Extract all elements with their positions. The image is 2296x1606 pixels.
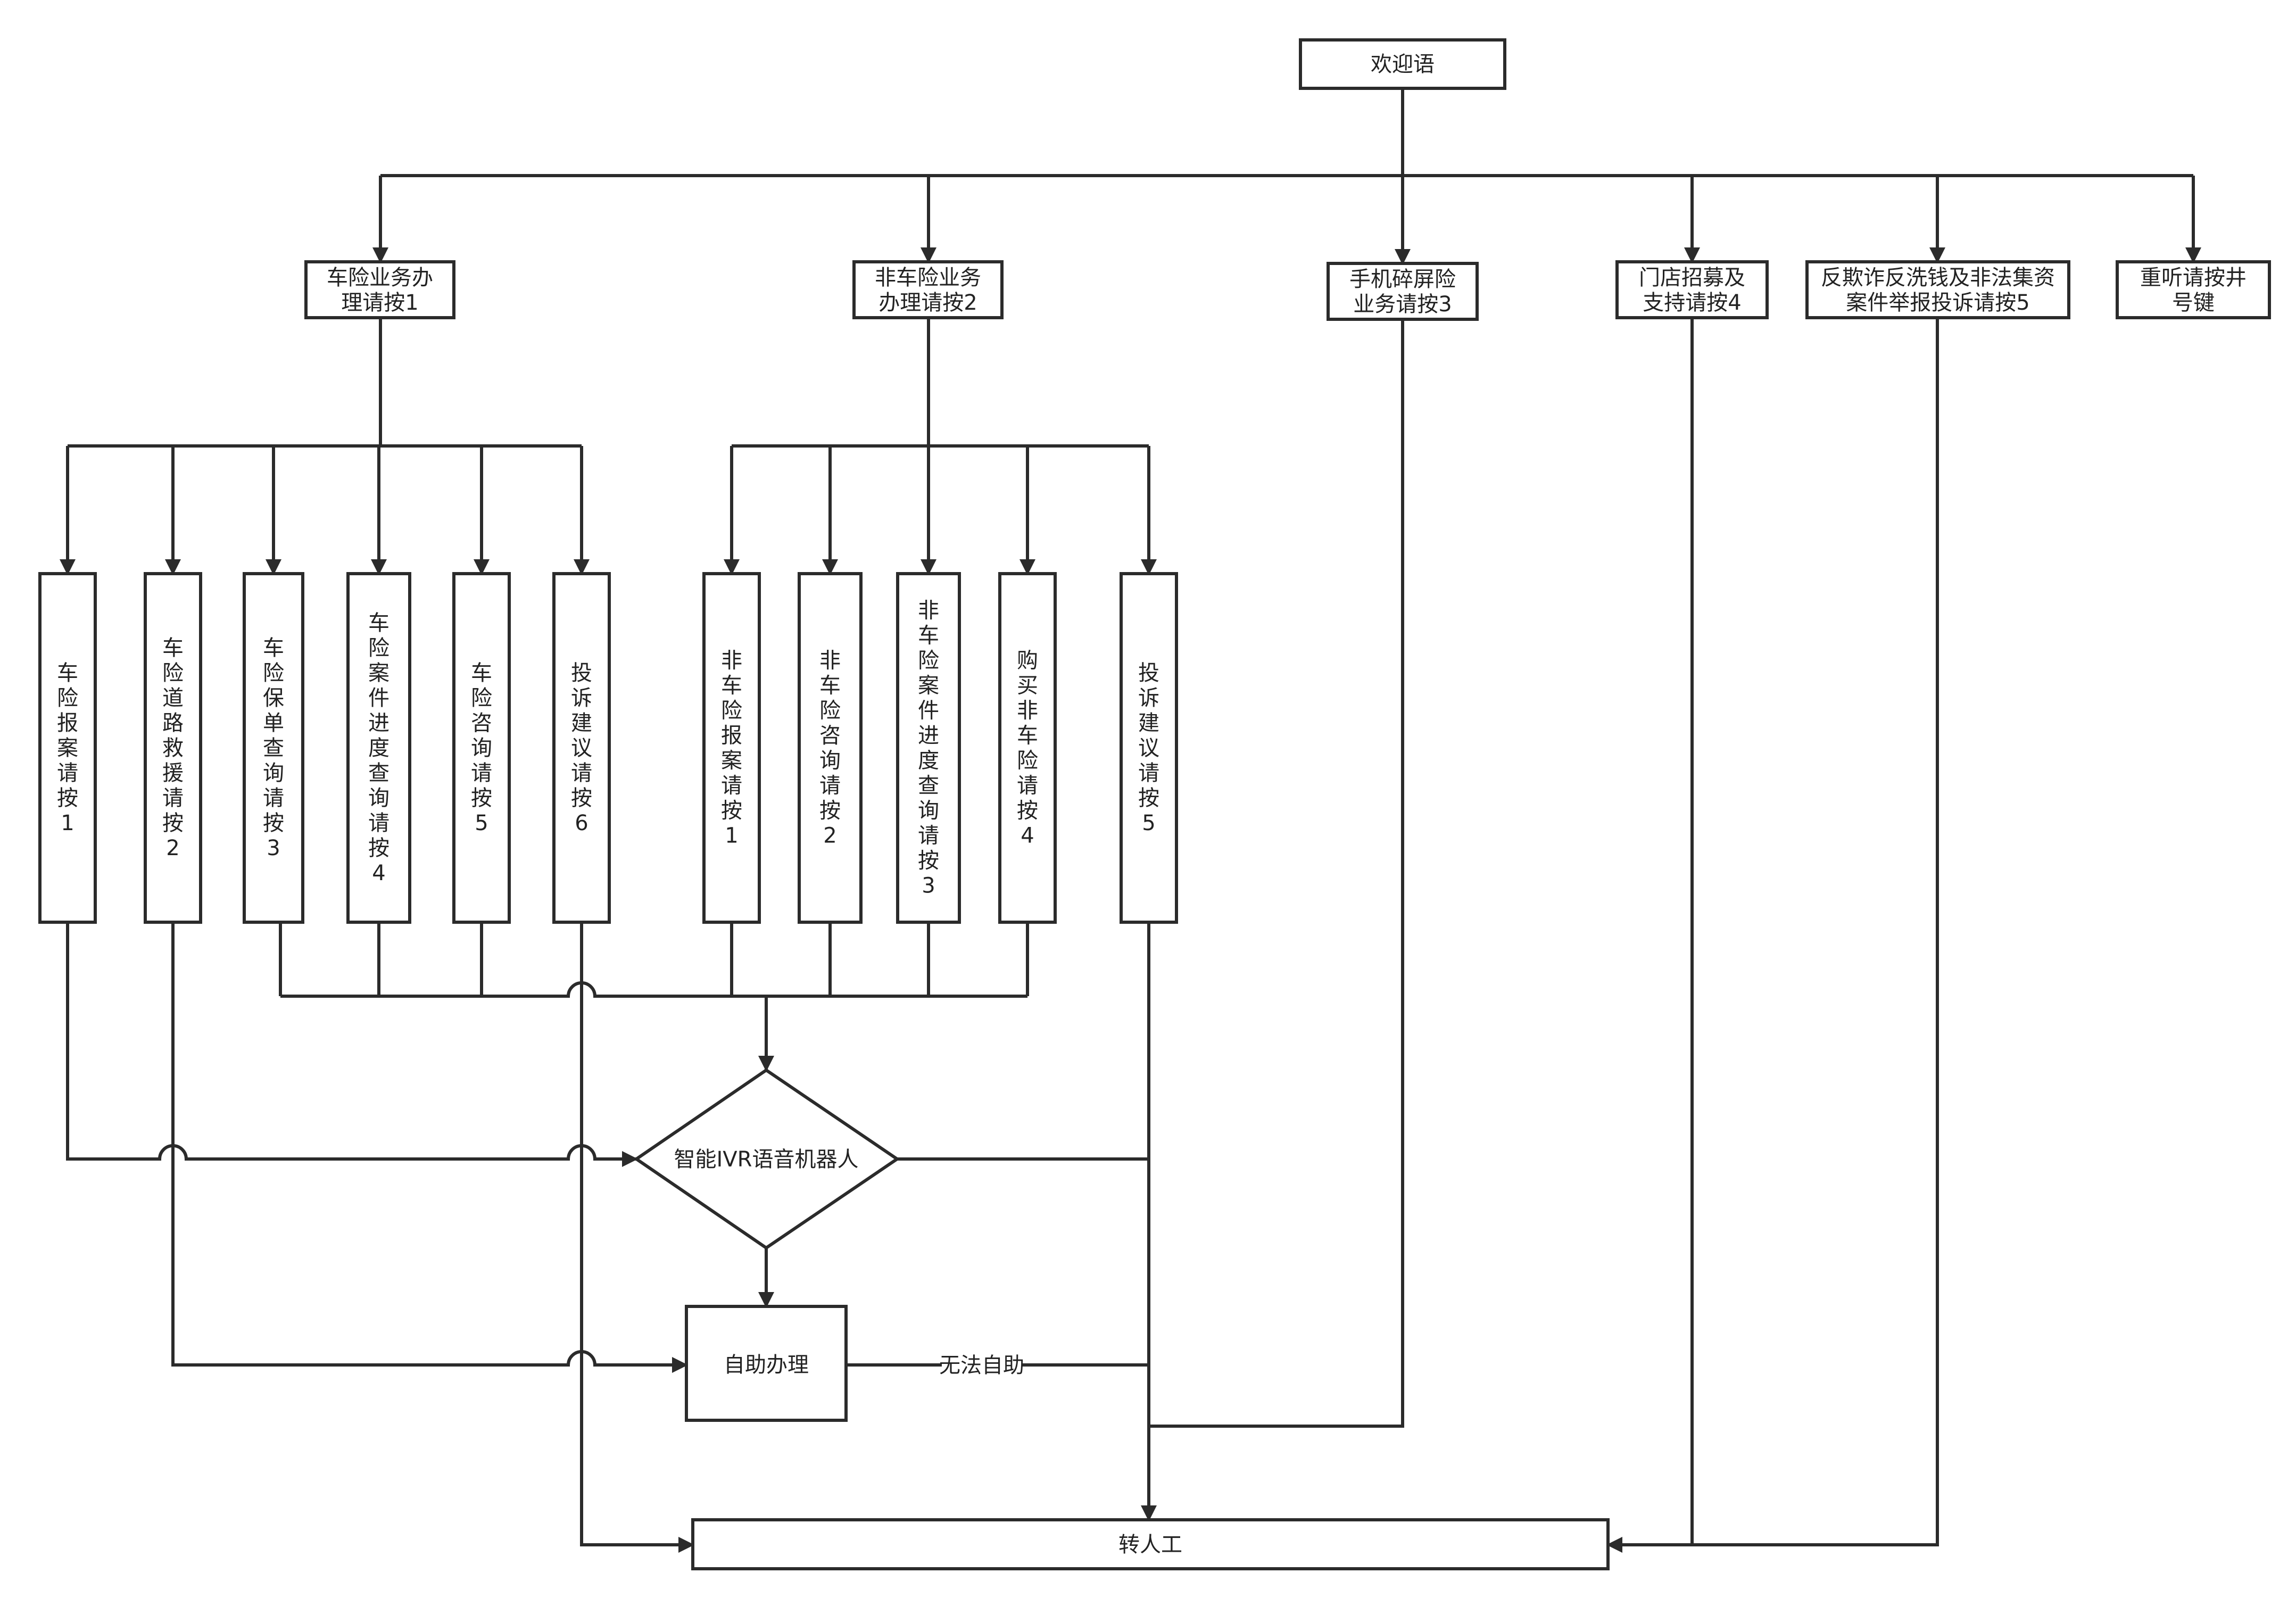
store-line2: 支持请按4 (1643, 291, 1741, 315)
phone-screen-line2: 业务请按3 (1353, 292, 1452, 317)
fraud-line2: 案件举报投诉请按5 (1846, 291, 2029, 315)
node-welcome: 欢迎语 (1299, 38, 1506, 90)
node-fraud: 反欺诈反洗钱及非法集资 案件举报投诉请按5 (1805, 260, 2070, 319)
transfer-label: 转人工 (1118, 1533, 1182, 1557)
auto-opt-box-4 (346, 572, 411, 924)
auto-opt-box-5 (452, 572, 511, 924)
non-auto-opt-box-5 (1120, 572, 1178, 924)
node-self-service: 自助办理 (685, 1305, 848, 1422)
repeat-line1: 重听请按井 (2140, 266, 2247, 290)
auto-menu-line2: 理请按1 (341, 291, 418, 315)
auto-opt-box-1 (38, 572, 97, 924)
node-auto-menu: 车险业务办 理请按1 (304, 260, 455, 319)
ivr-label: 智能IVR语音机器人 (674, 1147, 859, 1172)
connectors (60, 88, 2201, 1553)
phone-screen-line1: 手机碎屏险 (1349, 267, 1456, 292)
self-service-label: 自助办理 (724, 1353, 809, 1377)
fraud-line1: 反欺诈反洗钱及非法集资 (1821, 266, 2055, 290)
non-auto-opt-box-2 (798, 572, 863, 924)
node-phone-screen: 手机碎屏险 业务请按3 (1327, 262, 1479, 321)
store-line1: 门店招募及 (1639, 266, 1745, 290)
auto-opt-box-6 (552, 572, 611, 924)
node-repeat: 重听请按井 号键 (2116, 260, 2271, 319)
node-ivr: 智能IVR语音机器人 (633, 1068, 900, 1250)
node-non-auto-menu: 非车险业务 办理请按2 (852, 260, 1004, 319)
welcome-label: 欢迎语 (1371, 52, 1435, 77)
auto-opt-box-3 (243, 572, 304, 924)
non-auto-menu-line1: 非车险业务 (875, 266, 981, 290)
non-auto-opt-box-4 (998, 572, 1057, 924)
auto-menu-line1: 车险业务办 (327, 266, 433, 290)
non-auto-opt-box-1 (702, 572, 761, 924)
non-auto-opt-box-3 (896, 572, 961, 924)
node-store: 门店招募及 支持请按4 (1615, 260, 1769, 319)
auto-opt-box-2 (144, 572, 202, 924)
node-transfer: 转人工 (691, 1518, 1610, 1570)
edge-label-cannot-self-serve: 无法自助 (939, 1353, 1024, 1378)
repeat-line2: 号键 (2172, 291, 2215, 315)
non-auto-menu-line2: 办理请按2 (878, 291, 977, 315)
